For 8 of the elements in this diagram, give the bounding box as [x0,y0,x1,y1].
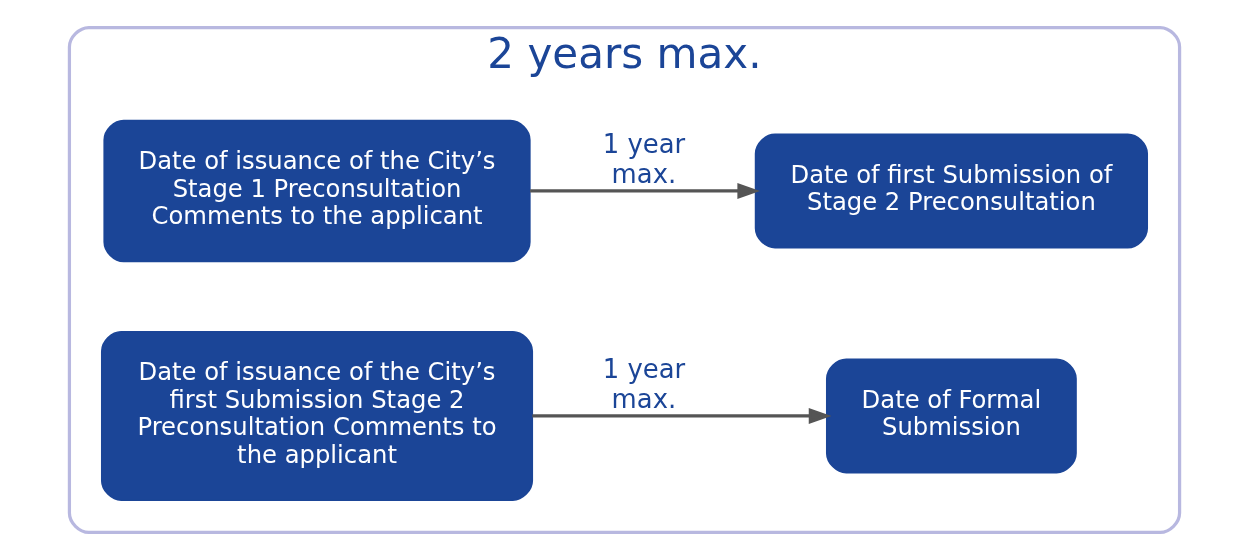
arrow [532,408,832,424]
edge-label: 1 year max. [602,354,686,414]
node-box: Date of issuance of the City’s first Submission Stage 2 Preconsultation Comments to the applicant [101,331,534,501]
node-box: Date of first Submission of Stage 2 Preconsultation [754,133,1148,249]
node-box: Date of Formal Submission [826,358,1077,474]
edge-label: 1 year max. [602,129,686,189]
arrow [530,183,761,199]
node-box: Date of issuance of the City’s Stage 1 Preconsultation Comments to the applicant [103,119,531,263]
